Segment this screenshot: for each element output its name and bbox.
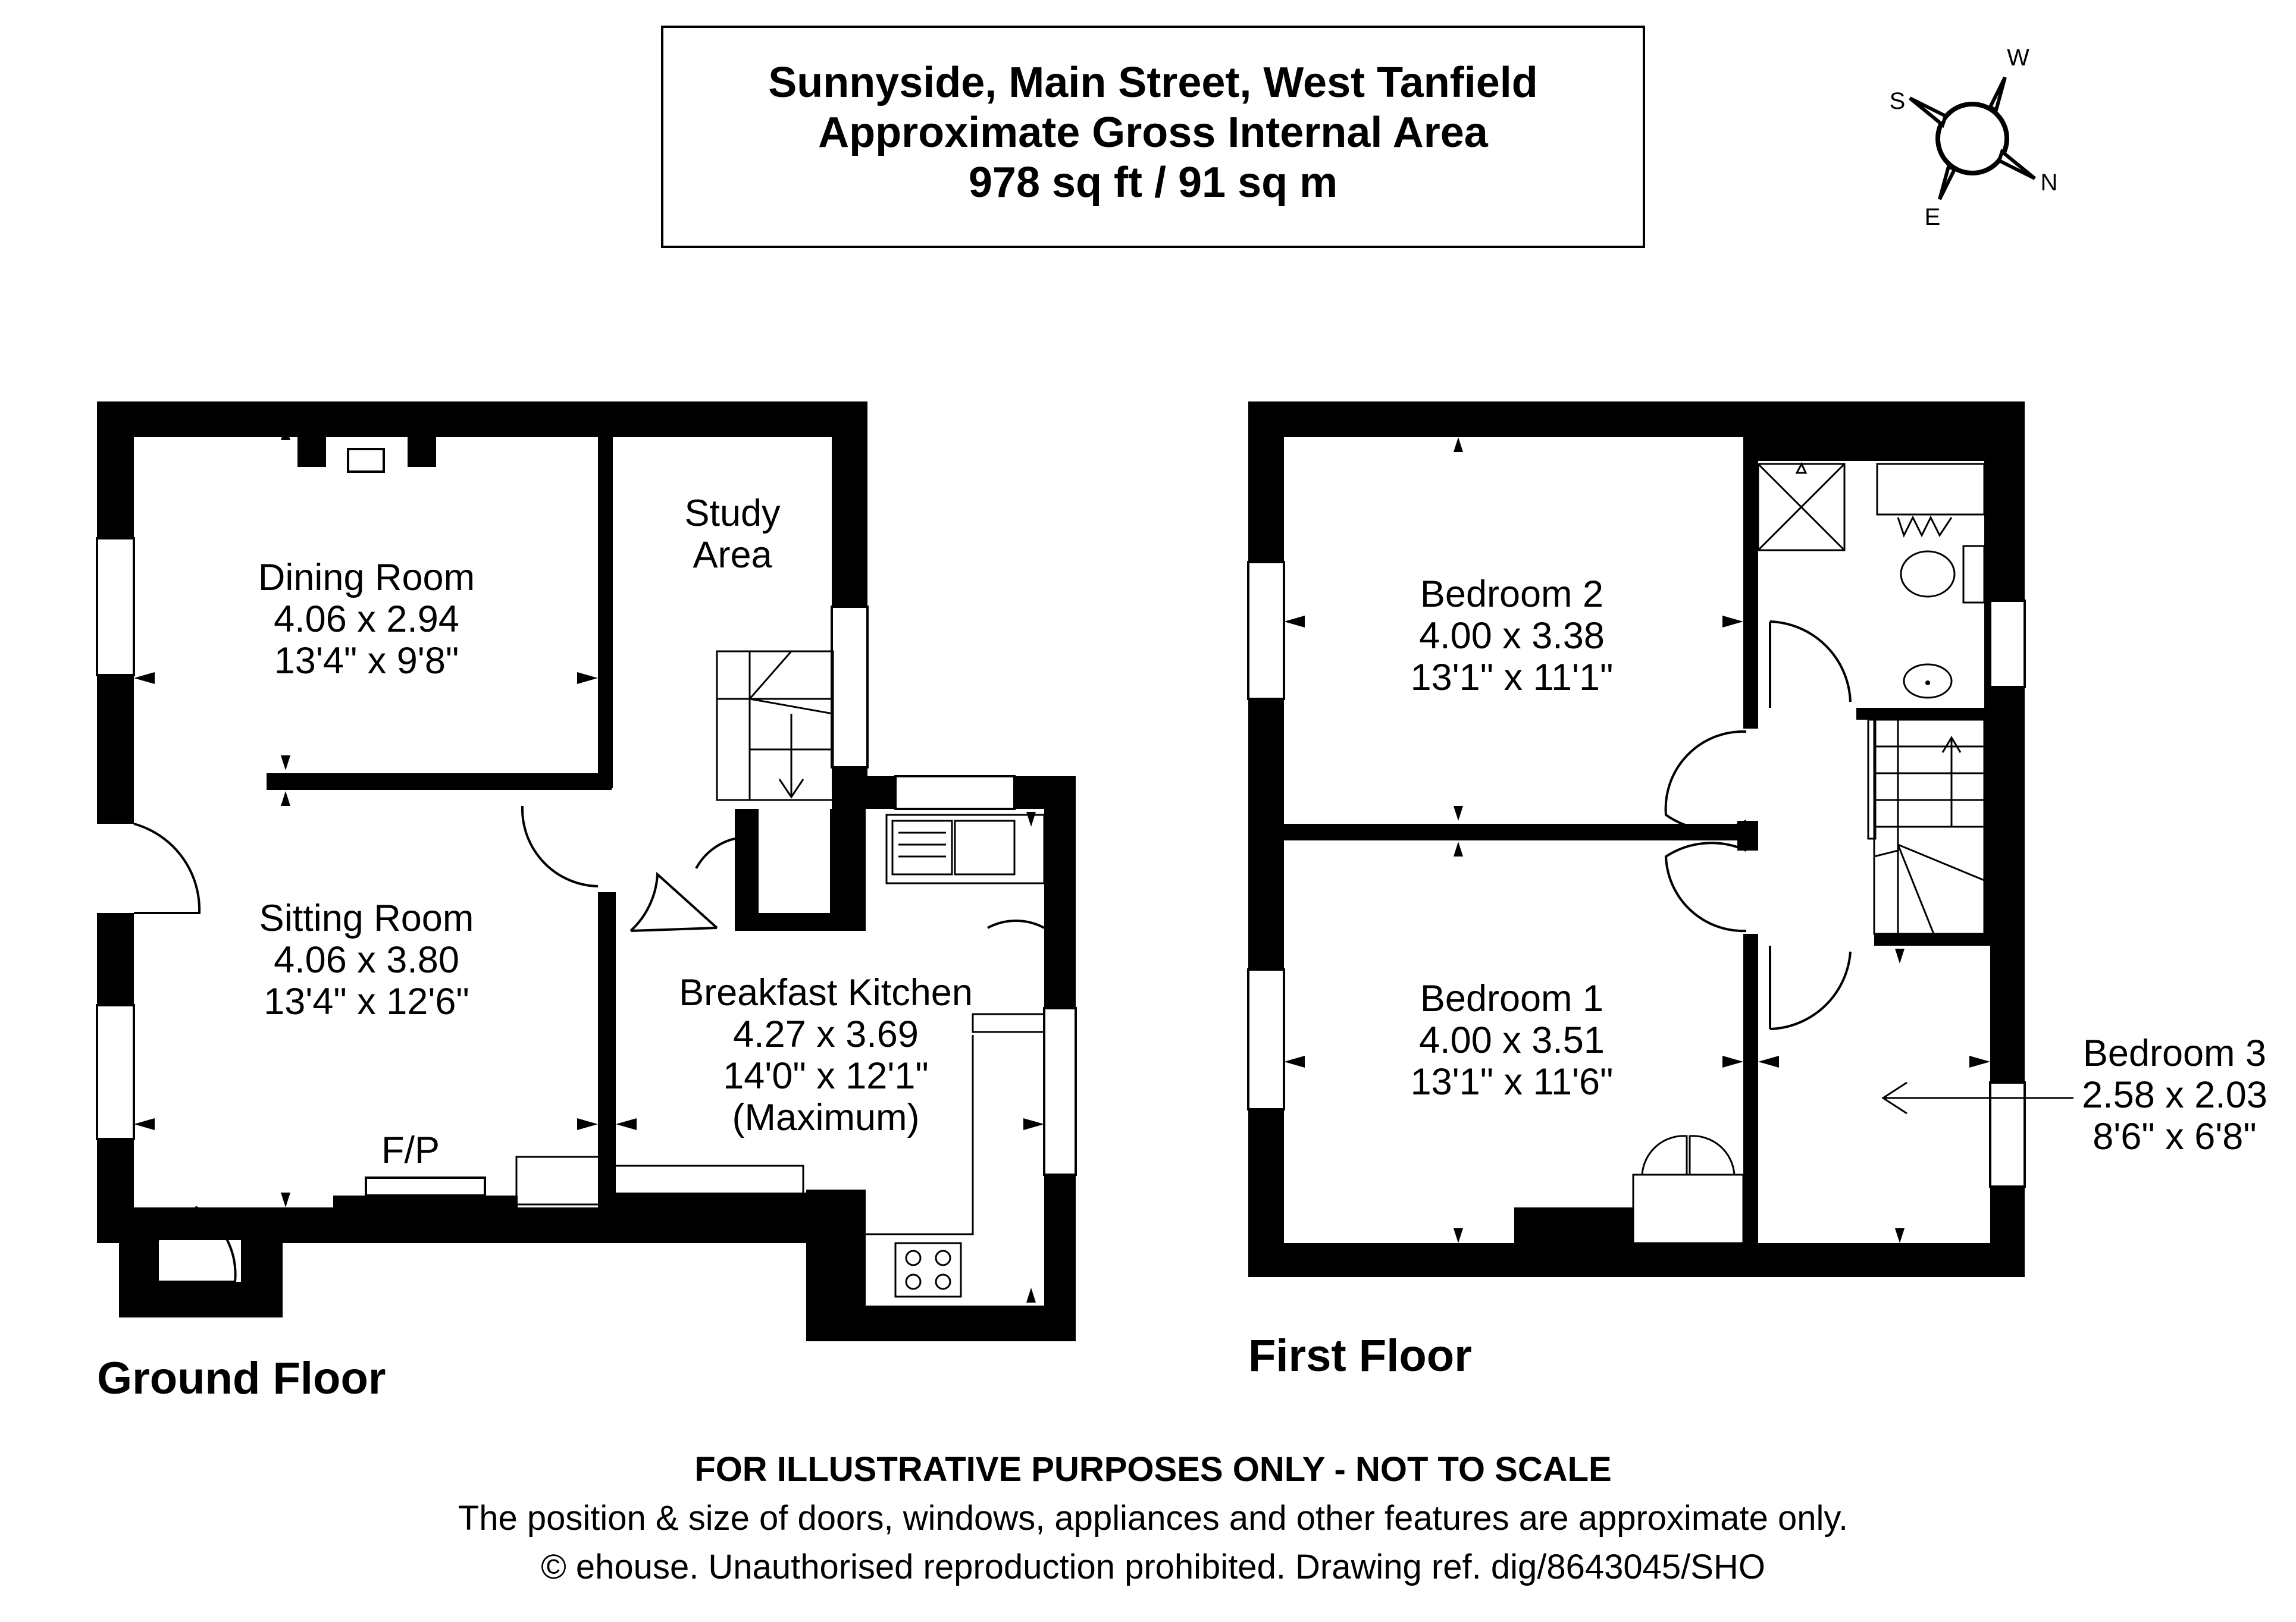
ground-measure-arrows <box>134 425 1044 1303</box>
compass-s: S <box>1890 88 1906 114</box>
door-kitchen-back <box>987 920 1045 929</box>
bedroom-2-name: Bedroom 2 <box>1420 573 1603 615</box>
header-area: 978 sq ft / 91 sq m <box>969 159 1337 206</box>
door-store <box>695 837 735 869</box>
ground-floor-plan: Dining Room 4.06 x 2.94 13'4" x 9'8" Stu… <box>96 401 1077 1404</box>
door-bathroom <box>1769 620 1852 708</box>
dining-room-metric: 4.06 x 2.94 <box>274 598 459 640</box>
window-sitting <box>96 1004 135 1140</box>
window-kitchen <box>1043 1007 1077 1176</box>
ground-stairs-icon <box>716 650 834 801</box>
kitchen-imperial: 14'0" x 12'1" <box>723 1055 929 1097</box>
study-area-name-2: Area <box>693 534 772 576</box>
bedroom-2-imperial: 13'1" x 11'1" <box>1411 657 1614 698</box>
footer-copyright: © ehouse. Unauthorised reproduction proh… <box>541 1548 1765 1586</box>
footer-note: The position & size of doors, windows, a… <box>458 1499 1848 1538</box>
footer: FOR ILLUSTRATIVE PURPOSES ONLY - NOT TO … <box>458 1450 1848 1586</box>
door-sitting-hall <box>521 805 599 887</box>
toilet-icon <box>1897 515 1985 604</box>
bedroom-3-name: Bedroom 3 <box>2083 1033 2266 1074</box>
bedroom-3-imperial: 8'6" x 6'8" <box>2093 1116 2256 1157</box>
back-door <box>156 1206 237 1283</box>
washbasin-icon <box>1903 663 1953 699</box>
compass-n: N <box>2041 170 2058 196</box>
bedroom-1-metric: 4.00 x 3.51 <box>1419 1019 1605 1061</box>
bedroom-3-metric: 2.58 x 2.03 <box>2082 1074 2267 1116</box>
kitchen-name: Breakfast Kitchen <box>679 972 973 1014</box>
window-bedroom-2 <box>1247 561 1285 700</box>
window-study <box>831 605 869 768</box>
wardrobe-icon <box>1632 1135 1744 1244</box>
sitting-room-imperial: 13'4" x 12'6" <box>264 981 469 1022</box>
footer-disclaimer: FOR ILLUSTRATIVE PURPOSES ONLY - NOT TO … <box>694 1450 1611 1489</box>
dining-room-name: Dining Room <box>258 557 475 598</box>
dining-room-imperial: 13'4" x 9'8" <box>274 640 459 682</box>
study-area-name: Study <box>684 492 781 534</box>
shower-icon <box>1757 462 1846 551</box>
compass-rose-icon: W S N E <box>1890 45 2058 230</box>
compass-w: W <box>2007 45 2029 71</box>
window-dining <box>96 537 135 676</box>
bedroom-1-name: Bedroom 1 <box>1420 978 1603 1019</box>
kitchen-metric: 4.27 x 3.69 <box>733 1014 919 1055</box>
door-hall-store <box>629 871 718 932</box>
door-bedroom-2 <box>1664 730 1747 831</box>
sink-icon <box>891 820 953 876</box>
bedroom-1-imperial: 13'1" x 11'6" <box>1411 1061 1614 1103</box>
header-title: Sunnyside, Main Street, West Tanfield <box>768 59 1538 106</box>
window-bedroom-1 <box>1247 968 1285 1110</box>
bedroom-2-metric: 4.00 x 3.38 <box>1419 615 1605 657</box>
window-bathroom <box>1989 600 2026 688</box>
first-floor-plan: Bedroom 2 4.00 x 3.38 13'1" x 11'1" Bedr… <box>1247 401 2267 1381</box>
sitting-room-name: Sitting Room <box>259 898 474 939</box>
first-floor-label: First Floor <box>1248 1331 1472 1381</box>
fireplace-label: F/P <box>381 1130 440 1171</box>
door-bedroom-1 <box>1664 842 1747 933</box>
header-box: Sunnyside, Main Street, West Tanfield Ap… <box>661 26 1645 248</box>
window-kitchen-top <box>894 775 1016 810</box>
door-bedroom-3 <box>1769 946 1852 1030</box>
first-stairs-icon <box>1867 719 1985 935</box>
first-measure-arrows <box>1284 437 1990 1243</box>
ground-floor-label: Ground Floor <box>97 1353 386 1404</box>
window-bedroom-3 <box>1989 1081 2026 1188</box>
header-subtitle: Approximate Gross Internal Area <box>818 109 1489 156</box>
hob-icon <box>894 1242 962 1298</box>
kitchen-note: (Maximum) <box>732 1097 920 1138</box>
sitting-room-metric: 4.06 x 3.80 <box>274 939 459 981</box>
compass-e: E <box>1925 204 1941 230</box>
front-door <box>133 823 201 914</box>
